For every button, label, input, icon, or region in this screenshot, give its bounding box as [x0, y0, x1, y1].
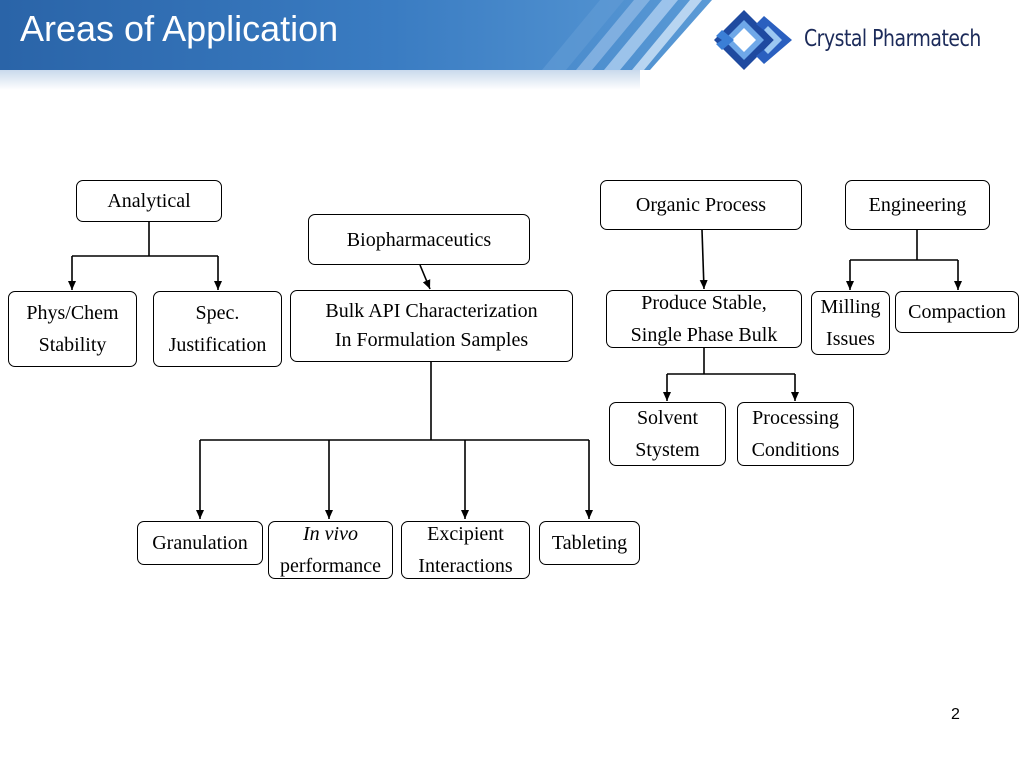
processing-line2: Conditions [751, 439, 840, 461]
box-spec-justification: Spec. Justification [153, 291, 282, 367]
box-milling-issues: Milling Issues [811, 291, 890, 355]
excipient-line1: Excipient [427, 523, 504, 545]
bulk-api-line2: In Formulation Samples [334, 329, 529, 351]
bulk-api-line1: Bulk API Characterization [325, 300, 538, 322]
box-organic-process: Organic Process [600, 180, 802, 230]
spec-line1: Spec. [195, 302, 240, 324]
processing-line1: Processing [752, 407, 839, 429]
phys-chem-line2: Stability [38, 334, 107, 356]
box-solvent-system: Solvent Stystem [609, 402, 726, 466]
box-granulation: Granulation [137, 521, 263, 565]
box-bulk-api: Bulk API Characterization In Formulation… [290, 290, 573, 362]
produce-stable-line1: Produce Stable, [641, 292, 767, 314]
box-in-vivo: In vivo performance [268, 521, 393, 579]
page-number: 2 [951, 706, 960, 723]
excipient-line2: Interactions [418, 555, 513, 577]
phys-chem-line1: Phys/Chem [26, 302, 119, 324]
box-tableting-label: Tableting [551, 532, 628, 554]
produce-stable-line2: Single Phase Bulk [630, 324, 778, 346]
box-granulation-label: Granulation [152, 532, 248, 554]
box-engineering-label: Engineering [868, 194, 967, 216]
in-vivo-line1: In vivo [303, 523, 358, 545]
solvent-line1: Solvent [636, 407, 699, 429]
slide-title: Areas of Application [20, 8, 339, 49]
box-compaction-label: Compaction [908, 301, 1006, 323]
box-excipient: Excipient Interactions [401, 521, 530, 579]
header-band [0, 0, 712, 90]
box-processing-conditions: Processing Conditions [737, 402, 854, 466]
box-analytical-label: Analytical [107, 190, 191, 212]
brand-name: Crystal Pharmatech [804, 26, 981, 52]
box-phys-chem-stability: Phys/Chem Stability [8, 291, 137, 367]
box-organic-process-label: Organic Process [635, 194, 767, 216]
in-vivo-line2: performance [279, 555, 382, 577]
box-produce-stable: Produce Stable, Single Phase Bulk [606, 290, 802, 348]
box-engineering: Engineering [845, 180, 990, 230]
box-biopharmaceutics-label: Biopharmaceutics [346, 228, 492, 251]
milling-line2: Issues [826, 328, 875, 350]
crystal-logo-icon [714, 10, 792, 70]
box-compaction: Compaction [895, 291, 1019, 333]
solvent-line2: Stystem [635, 439, 700, 461]
box-biopharmaceutics: Biopharmaceutics [308, 214, 530, 265]
milling-line1: Milling [820, 296, 881, 318]
box-tableting: Tableting [539, 521, 640, 565]
spec-line2: Justification [168, 334, 267, 356]
box-analytical: Analytical [76, 180, 222, 222]
